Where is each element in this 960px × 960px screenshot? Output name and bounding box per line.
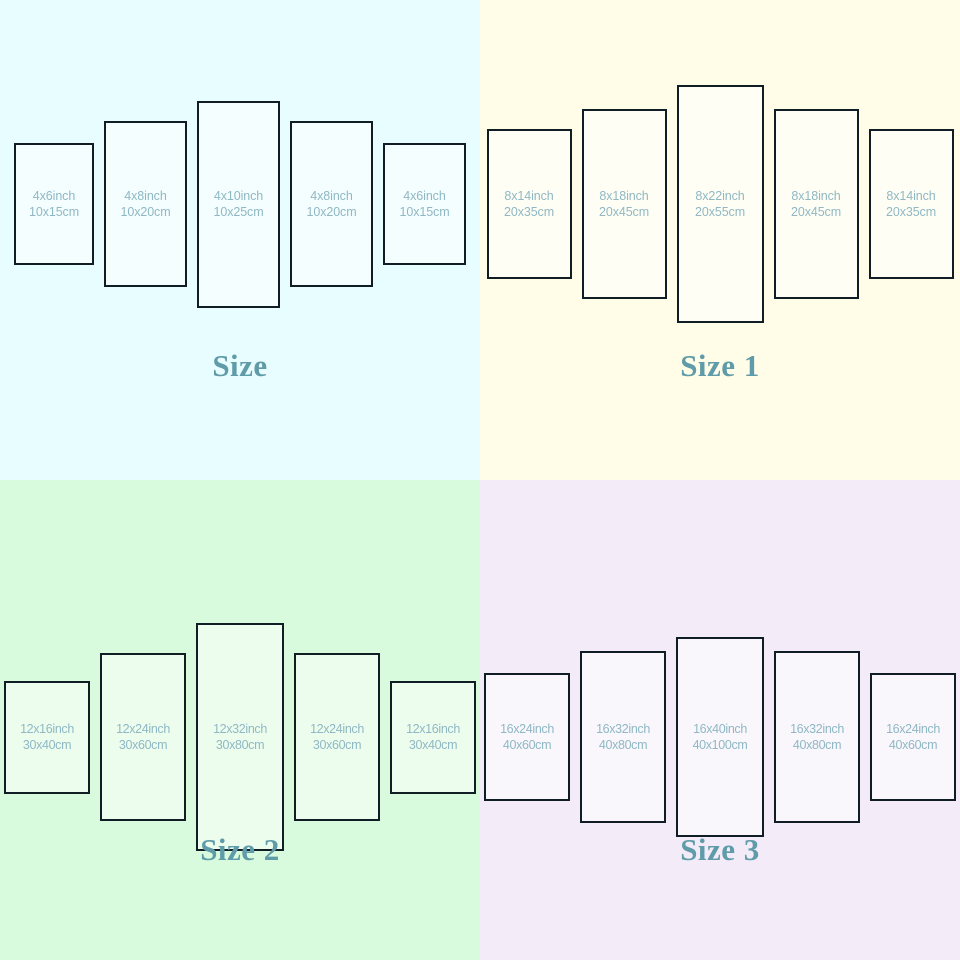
panel-size-cm: 10x15cm bbox=[28, 205, 80, 219]
panel-size-cm: 20x45cm bbox=[598, 205, 650, 219]
panel-size-cm: 20x35cm bbox=[503, 205, 555, 219]
panel-size-label: 8x14inch 20x35cm bbox=[504, 188, 554, 221]
panel-size-label: 12x24inch 30x60cm bbox=[116, 721, 170, 754]
canvas-panel[interactable]: 16x24inch 40x60cm bbox=[870, 673, 956, 801]
panel-size-label: 16x32inch 40x80cm bbox=[790, 721, 844, 754]
quadrant-title: Size 1 bbox=[680, 348, 760, 383]
canvas-panel[interactable]: 4x8inch 10x20cm bbox=[290, 121, 373, 287]
quadrant-title: Size bbox=[212, 348, 268, 383]
panel-size-cm: 20x55cm bbox=[694, 205, 746, 219]
panel-size-inch: 12x24inch bbox=[310, 721, 364, 736]
panel-size-label: 12x16inch 30x40cm bbox=[406, 721, 460, 754]
size-quadrant-2: 8x14inch 20x35cm 8x18inch 20x45cm 8x22inch 20… bbox=[480, 0, 960, 480]
panel-size-label: 12x32inch 30x80cm bbox=[213, 721, 267, 754]
canvas-panel[interactable]: 8x18inch 20x45cm bbox=[773, 109, 859, 299]
panel-size-cm: 10x25cm bbox=[213, 205, 264, 219]
panel-size-inch: 8x18inch bbox=[791, 188, 841, 203]
panel-size-cm: 30x40cm bbox=[408, 738, 458, 752]
panel-size-inch: 4x8inch bbox=[310, 188, 353, 203]
panel-size-inch: 12x24inch bbox=[116, 721, 170, 736]
panel-size-cm: 30x60cm bbox=[312, 738, 362, 752]
panel-size-cm: 10x20cm bbox=[306, 205, 357, 219]
size-quadrant-3: 12x16inch 30x40cm 12x24inch 30x60cm 12x32inc… bbox=[0, 480, 480, 960]
panel-group: 8x14inch 20x35cm 8x18inch 20x45cm 8x22inch 20… bbox=[480, 4, 960, 404]
panel-size-label: 16x24inch 40x60cm bbox=[886, 721, 940, 754]
panel-size-inch: 16x40inch bbox=[693, 721, 747, 736]
panel-size-inch: 4x10inch bbox=[213, 188, 264, 203]
panel-size-cm: 10x15cm bbox=[399, 205, 450, 219]
canvas-panel[interactable]: 16x24inch 40x60cm bbox=[484, 673, 570, 801]
panel-size-inch: 16x32inch bbox=[790, 721, 844, 736]
panel-group: 4x6inch 10x15cm 4x8inch 10x20cm 4x10inch 10x2… bbox=[0, 4, 480, 404]
canvas-panel[interactable]: 8x22inch 20x55cm bbox=[676, 85, 764, 323]
canvas-panel[interactable]: 8x14inch 20x35cm bbox=[868, 129, 954, 279]
panel-size-inch: 12x16inch bbox=[20, 721, 74, 736]
panel-size-cm: 30x80cm bbox=[215, 738, 265, 752]
canvas-panel[interactable]: 16x40inch 40x100cm bbox=[676, 637, 764, 837]
panel-size-cm: 40x80cm bbox=[598, 738, 648, 752]
panel-size-label: 4x10inch 10x25cm bbox=[213, 188, 263, 221]
canvas-panel[interactable]: 12x24inch 30x60cm bbox=[294, 653, 380, 821]
panel-size-inch: 4x8inch bbox=[124, 188, 167, 203]
canvas-panel[interactable]: 12x32inch 30x80cm bbox=[196, 623, 284, 851]
size-quadrant-1: 4x6inch 10x15cm 4x8inch 10x20cm 4x10inch 10x2… bbox=[0, 0, 480, 480]
panel-size-label: 4x6inch 10x15cm bbox=[29, 188, 79, 221]
canvas-panel[interactable]: 4x6inch 10x15cm bbox=[383, 143, 466, 265]
panel-size-label: 8x18inch 20x45cm bbox=[599, 188, 649, 221]
panel-size-cm: 40x60cm bbox=[888, 738, 938, 752]
panel-size-label: 4x8inch 10x20cm bbox=[120, 188, 170, 221]
canvas-panel[interactable]: 12x16inch 30x40cm bbox=[4, 680, 90, 794]
panel-size-inch: 16x24inch bbox=[500, 721, 554, 736]
panel-size-label: 8x14inch 20x35cm bbox=[886, 188, 936, 221]
panel-size-label: 4x8inch 10x20cm bbox=[306, 188, 356, 221]
panel-size-inch: 4x6inch bbox=[403, 188, 446, 203]
panel-size-cm: 30x40cm bbox=[22, 738, 72, 752]
panel-size-cm: 20x45cm bbox=[790, 205, 842, 219]
panel-size-inch: 4x6inch bbox=[32, 188, 76, 203]
panel-size-label: 16x24inch 40x60cm bbox=[500, 721, 554, 754]
panel-size-cm: 40x60cm bbox=[502, 738, 552, 752]
panel-size-inch: 8x14inch bbox=[504, 188, 554, 203]
size-quadrant-4: 16x24inch 40x60cm 16x32inch 40x80cm 16x40inc… bbox=[480, 480, 960, 960]
panel-size-inch: 8x18inch bbox=[599, 188, 649, 203]
panel-size-inch: 16x32inch bbox=[596, 721, 650, 736]
panel-size-cm: 30x60cm bbox=[118, 738, 168, 752]
panel-size-cm: 10x20cm bbox=[120, 205, 171, 219]
panel-size-inch: 16x24inch bbox=[886, 721, 940, 736]
panel-size-cm: 40x100cm bbox=[692, 738, 748, 752]
panel-size-inch: 12x16inch bbox=[406, 721, 460, 736]
canvas-panel[interactable]: 4x8inch 10x20cm bbox=[104, 121, 187, 287]
panel-size-inch: 8x14inch bbox=[886, 188, 936, 203]
panel-size-label: 12x24inch 30x60cm bbox=[310, 721, 364, 754]
panel-size-label: 12x16inch 30x40cm bbox=[20, 721, 74, 754]
panel-group: 12x16inch 30x40cm 12x24inch 30x60cm 12x32inc… bbox=[0, 572, 480, 902]
panel-size-label: 8x18inch 20x45cm bbox=[791, 188, 841, 221]
quadrant-title: Size 3 bbox=[680, 832, 760, 867]
canvas-panel[interactable]: 4x10inch 10x25cm bbox=[197, 100, 280, 308]
canvas-panel[interactable]: 12x16inch 30x40cm bbox=[390, 680, 476, 794]
quadrant-title: Size 2 bbox=[200, 832, 280, 867]
panel-group: 16x24inch 40x60cm 16x32inch 40x80cm 16x40inc… bbox=[480, 572, 960, 902]
panel-size-label: 8x22inch 20x55cm bbox=[695, 188, 745, 221]
canvas-panel[interactable]: 16x32inch 40x80cm bbox=[580, 651, 666, 823]
panel-size-label: 16x40inch 40x100cm bbox=[693, 721, 748, 754]
canvas-panel[interactable]: 8x18inch 20x45cm bbox=[581, 109, 667, 299]
panel-size-inch: 12x32inch bbox=[213, 721, 267, 736]
panel-size-cm: 40x80cm bbox=[792, 738, 842, 752]
panel-size-label: 16x32inch 40x80cm bbox=[596, 721, 650, 754]
panel-size-inch: 8x22inch bbox=[695, 188, 745, 203]
canvas-panel[interactable]: 8x14inch 20x35cm bbox=[486, 129, 572, 279]
canvas-panel[interactable]: 12x24inch 30x60cm bbox=[100, 653, 186, 821]
panel-size-label: 4x6inch 10x15cm bbox=[399, 188, 449, 221]
canvas-panel[interactable]: 16x32inch 40x80cm bbox=[774, 651, 860, 823]
panel-size-cm: 20x35cm bbox=[885, 205, 937, 219]
canvas-panel[interactable]: 4x6inch 10x15cm bbox=[14, 143, 94, 265]
